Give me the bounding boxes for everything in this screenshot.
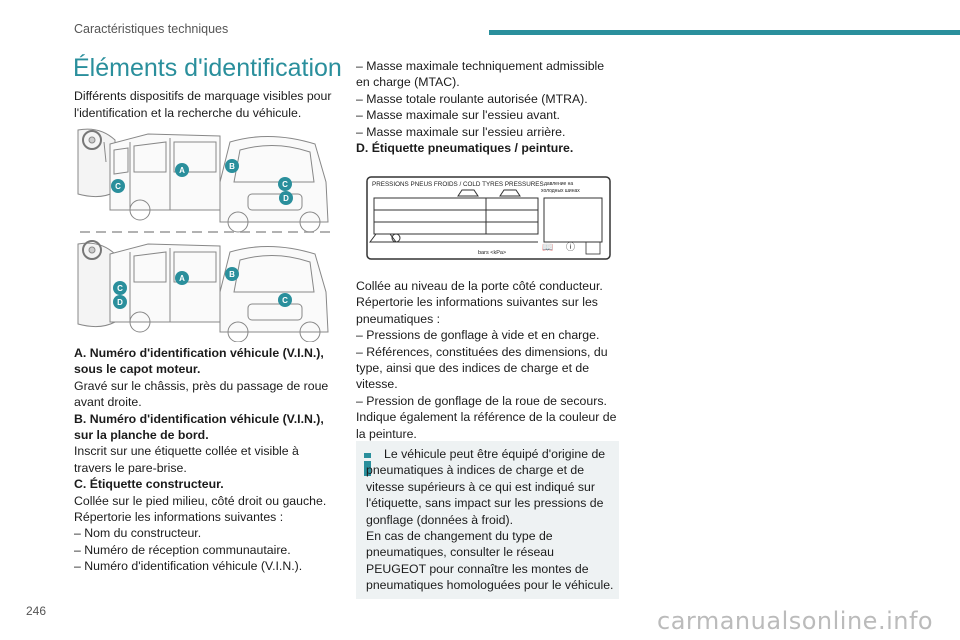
svg-text:A: A	[179, 166, 185, 175]
marker-a-2: A	[175, 271, 189, 285]
tyre-p1: Collée au niveau de la porte côté conduc…	[356, 279, 603, 293]
intro-text: Différents dispositifs de marquage visib…	[74, 89, 332, 120]
a-text: Gravé sur le châssis, près du passage de…	[74, 378, 329, 410]
marker-d-2: D	[113, 295, 127, 309]
identification-list: A. Numéro d'identification véhicule (V.I…	[74, 345, 336, 575]
info-p1: Le véhicule peut être équipé d'origine d…	[366, 447, 606, 527]
a-heading-1: A. Numéro d'identification véhicule (V.I…	[74, 346, 324, 360]
marker-b: B	[225, 159, 239, 173]
steering-wheel-icon	[82, 130, 102, 150]
tyre-label-cyrillic-1: давление на	[544, 181, 573, 187]
car-icon	[457, 189, 479, 197]
header-accent-bar	[489, 30, 960, 35]
item-4a: – Masse maximale techniquement admissibl…	[356, 59, 605, 73]
svg-text:B: B	[229, 270, 235, 279]
item-6: – Masse maximale sur l'essieu avant.	[356, 108, 560, 123]
marker-b-2: B	[225, 267, 239, 281]
mass-list: – Masse maximale techniquement admissibl…	[356, 58, 618, 156]
tyre-i2: – Références, constituées des dimensions…	[356, 344, 608, 392]
item-4b: en charge (MTAC).	[356, 75, 460, 90]
tyre-label-description: Collée au niveau de la porte côté conduc…	[356, 278, 618, 442]
svg-text:D: D	[117, 298, 123, 307]
tyre-i1: – Pressions de gonflage à vide et en cha…	[356, 328, 600, 343]
d-heading: D. Étiquette pneumatiques / peinture.	[356, 141, 574, 156]
b-text: Inscrit sur une étiquette collée et visi…	[74, 444, 299, 475]
spare-wheel-icon	[369, 233, 397, 243]
info-p2: En cas de changement du type de pneumati…	[366, 529, 614, 593]
c-item-2: – Numéro de réception communautaire.	[74, 542, 291, 557]
item-5: – Masse totale roulante autorisée (MTRA)…	[356, 91, 588, 106]
item-7: – Masse maximale sur l'essieu arrière.	[356, 124, 566, 139]
marker-c-2: C	[278, 177, 292, 191]
marker-d: D	[279, 191, 293, 205]
marker-c: C	[111, 179, 125, 193]
c-item-1: – Nom du constructeur.	[74, 526, 202, 541]
marker-c-3: C	[113, 281, 127, 295]
c-heading: C. Étiquette constructeur.	[74, 477, 224, 492]
warning-icon: ⓘ	[566, 242, 575, 252]
marker-a: A	[175, 163, 189, 177]
tyre-i3: – Pression de gonflage de la roue de sec…	[356, 393, 607, 408]
vehicle-illustration: A B C C D A B C D C	[70, 122, 340, 347]
c-item-3: – Numéro d'identification véhicule (V.I.…	[74, 559, 303, 574]
c-text-1: Collée sur le pied milieu, côté droit ou…	[74, 493, 327, 508]
svg-text:C: C	[117, 284, 123, 293]
tyre-p3: Indique également la référence de la cou…	[356, 410, 617, 441]
tyre-label-illustration: PRESSIONS PNEUS FROIDS / COLD TYRES PRES…	[366, 176, 611, 265]
svg-text:C: C	[282, 180, 288, 189]
section-header: Caractéristiques techniques	[74, 22, 229, 36]
page-title: Éléments d'identification	[73, 54, 342, 82]
steering-wheel-icon-2	[82, 240, 102, 260]
info-icon	[364, 453, 371, 476]
svg-text:D: D	[283, 194, 289, 203]
tyre-label-cyrillic-2: холодных шинах	[541, 188, 580, 194]
tyre-label-units: bars <kPa>	[478, 250, 506, 256]
marker-c-4: C	[278, 293, 292, 307]
c-text-2: Répertorie les informations suivantes :	[74, 510, 284, 525]
watermark: carmanualsonline.info	[657, 607, 934, 635]
svg-text:B: B	[229, 162, 235, 171]
page-number: 246	[26, 604, 47, 618]
svg-text:C: C	[115, 182, 121, 191]
a-heading-2: sous le capot moteur.	[74, 362, 201, 377]
tyre-p2: Répertorie les informations suivantes su…	[356, 295, 598, 326]
loaded-car-icon	[499, 189, 521, 197]
info-box: Le véhicule peut être équipé d'origine d…	[356, 441, 619, 599]
svg-text:A: A	[179, 274, 185, 283]
svg-text:C: C	[282, 296, 288, 305]
tyre-label-header: PRESSIONS PNEUS FROIDS / COLD TYRES PRES…	[372, 181, 544, 188]
book-icon: 📖	[542, 242, 553, 252]
b-heading-1: B. Numéro d'identification véhicule (V.I…	[74, 411, 324, 426]
b-heading-2: sur la planche de bord.	[74, 428, 209, 443]
